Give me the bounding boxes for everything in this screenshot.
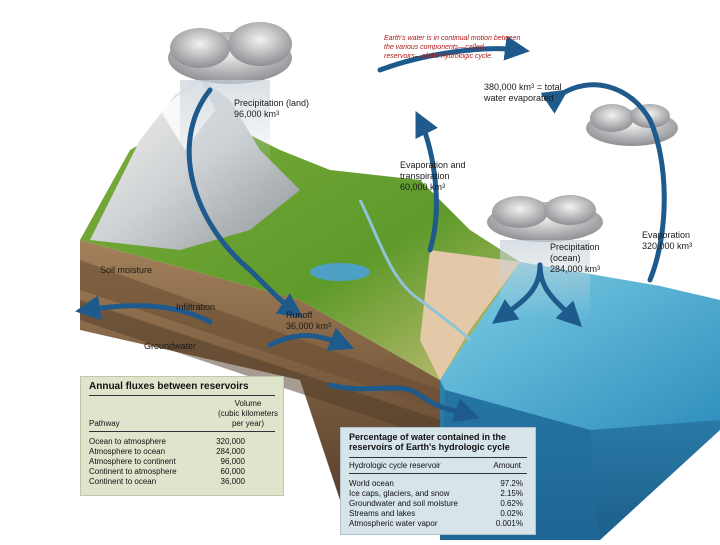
arrow-infiltration [75, 295, 213, 325]
caption-line-2: the various components—called [384, 44, 484, 51]
arrow-precipitation-land [186, 87, 304, 318]
fluxes-title-rule [89, 395, 275, 396]
label-precipitation-land: Precipitation (land) 96,000 km3 [234, 98, 310, 119]
annual-fluxes-table: Annual fluxes between reservoirs Volume … [80, 376, 284, 496]
label-soil-moisture: Soil moisture [100, 265, 153, 275]
reservoir-name-header: Hydrologic cycle reservoir [349, 461, 441, 470]
arrow-total-evaporated [377, 35, 530, 73]
caption-line-1: Earth's water is in continual motion bet… [384, 35, 521, 42]
cloud-land [168, 22, 292, 170]
arrow-evapotranspiration [415, 111, 439, 253]
reservoir-percentage-table: Percentage of water contained in the res… [340, 427, 536, 535]
label-evapotranspiration: Evaporation and transpiration 60,000 km3 [400, 160, 466, 192]
arrow-evaporation [540, 82, 667, 283]
label-evaporation: Evaporation 320,000 km3 [642, 230, 693, 251]
label-infiltration: Infiltration [176, 302, 216, 312]
reservoir-header-rule [349, 473, 527, 474]
label-total-evaporated: 380,000 km3 = total water evaporated [484, 82, 562, 103]
fluxes-header-rule [89, 431, 275, 432]
cloud-ocean-right [586, 104, 678, 146]
label-precipitation-ocean: Precipitation (ocean) 284,000 km3 [550, 242, 601, 274]
fluxes-pathway-header: Pathway [89, 419, 120, 428]
arrow-precip-ocean-right [537, 262, 583, 328]
lake [310, 263, 370, 281]
label-runoff: Runoff 36,000 km3 [286, 310, 332, 331]
arrow-groundwater [327, 382, 480, 423]
reservoir-title-rule [349, 457, 527, 458]
label-groundwater: Groundwater [144, 341, 197, 351]
diagram-caption: Earth's water is in continual motion bet… [384, 34, 520, 61]
reservoir-table-title: Percentage of water contained in the res… [349, 432, 510, 452]
reservoir-amount-header: Amount [493, 461, 521, 470]
river [358, 199, 472, 342]
arrow-runoff [267, 327, 355, 352]
fluxes-table-title: Annual fluxes between reservoirs [89, 381, 249, 392]
caption-line-3: reservoirs—of the hydrologic cycle. [384, 53, 493, 60]
fluxes-volume-header: Volume (cubic kilometers per year) [217, 399, 278, 428]
flow-arrows [75, 35, 667, 423]
